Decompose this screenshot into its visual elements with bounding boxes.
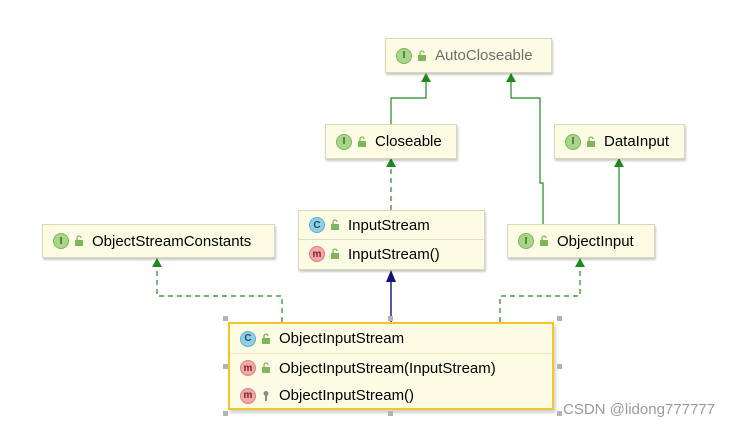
- member-label: ObjectInputStream(InputStream): [279, 359, 496, 377]
- node-objectinput-header: I ObjectInput: [508, 225, 654, 257]
- edge-closeable-autocloseable: [390, 75, 427, 124]
- node-autocloseable[interactable]: I AutoCloseable: [385, 38, 552, 73]
- node-datainput[interactable]: I DataInput: [554, 124, 685, 159]
- arrowhead-inputstream: [386, 270, 396, 282]
- selection-handle-top-left[interactable]: [223, 316, 228, 321]
- arrowhead-autocloseable-left: [421, 73, 431, 82]
- selection-handle-bottom-right[interactable]: [557, 411, 562, 416]
- node-title: ObjectInput: [557, 232, 634, 250]
- member-row: m InputStream(): [299, 239, 484, 268]
- public-lock-icon: [262, 362, 270, 373]
- arrowhead-closeable: [386, 158, 396, 167]
- node-objectinput[interactable]: I ObjectInput: [507, 224, 655, 258]
- public-lock-icon: [331, 219, 339, 230]
- interface-icon: I: [336, 133, 352, 150]
- edge-objectinputstream-objectinput: [499, 260, 581, 322]
- public-lock-icon: [75, 235, 83, 246]
- interface-icon: I: [396, 47, 412, 64]
- method-icon: m: [309, 246, 325, 262]
- public-lock-icon: [540, 235, 548, 246]
- node-datainput-header: I DataInput: [555, 125, 684, 158]
- node-title: ObjectStreamConstants: [92, 232, 252, 250]
- node-title: Closeable: [375, 133, 442, 150]
- node-inputstream-header: C InputStream: [299, 211, 484, 239]
- edge-objectinput-autocloseable: [510, 75, 544, 226]
- selection-handle-bottom-center[interactable]: [388, 411, 393, 416]
- public-lock-icon: [262, 332, 270, 344]
- node-objectstreamconstants-header: I ObjectStreamConstants: [43, 225, 274, 257]
- arrowhead-objectstreamconstants: [152, 258, 162, 267]
- member-label: InputStream(): [348, 245, 440, 263]
- interface-icon: I: [518, 233, 534, 249]
- public-lock-icon: [331, 248, 339, 259]
- member-label: ObjectInputStream(): [279, 387, 415, 404]
- node-inputstream[interactable]: C InputStream m InputStream(): [298, 210, 485, 270]
- node-title: ObjectInputStream: [279, 330, 405, 347]
- node-closeable[interactable]: I Closeable: [325, 124, 457, 159]
- public-lock-icon: [587, 135, 595, 147]
- class-icon: C: [309, 217, 325, 233]
- arrowhead-datainput: [614, 158, 624, 167]
- selection-handle-middle-right[interactable]: [557, 364, 562, 369]
- selection-handle-bottom-left[interactable]: [223, 411, 228, 416]
- member-row: m ObjectInputStream(InputStream): [230, 353, 552, 382]
- method-icon: m: [240, 387, 256, 404]
- selection-handle-top-right[interactable]: [557, 316, 562, 321]
- arrowhead-objectinput: [575, 258, 585, 267]
- node-objectstreamconstants[interactable]: I ObjectStreamConstants: [42, 224, 275, 258]
- arrowhead-autocloseable-right: [506, 73, 516, 82]
- node-objectinputstream-header: C ObjectInputStream: [230, 324, 552, 353]
- protected-key-icon: [263, 390, 269, 401]
- class-icon: C: [240, 330, 256, 347]
- node-autocloseable-header: I AutoCloseable: [386, 39, 551, 72]
- watermark: CSDN @lidong777777: [563, 401, 715, 418]
- interface-icon: I: [53, 233, 69, 249]
- node-title: AutoCloseable: [435, 47, 533, 64]
- edge-objectinputstream-objectstreamconstants: [156, 260, 283, 322]
- selection-handle-middle-left[interactable]: [223, 364, 228, 369]
- node-objectinputstream[interactable]: C ObjectInputStream m ObjectInputStream(…: [228, 322, 554, 410]
- interface-icon: I: [565, 133, 581, 150]
- method-icon: m: [240, 360, 256, 376]
- node-title: InputStream: [348, 216, 430, 234]
- public-lock-icon: [418, 49, 426, 61]
- selection-handle-top-center[interactable]: [388, 316, 393, 321]
- node-title: DataInput: [604, 133, 670, 150]
- node-closeable-header: I Closeable: [326, 125, 456, 158]
- member-row: m ObjectInputStream(): [230, 382, 552, 409]
- public-lock-icon: [358, 135, 366, 147]
